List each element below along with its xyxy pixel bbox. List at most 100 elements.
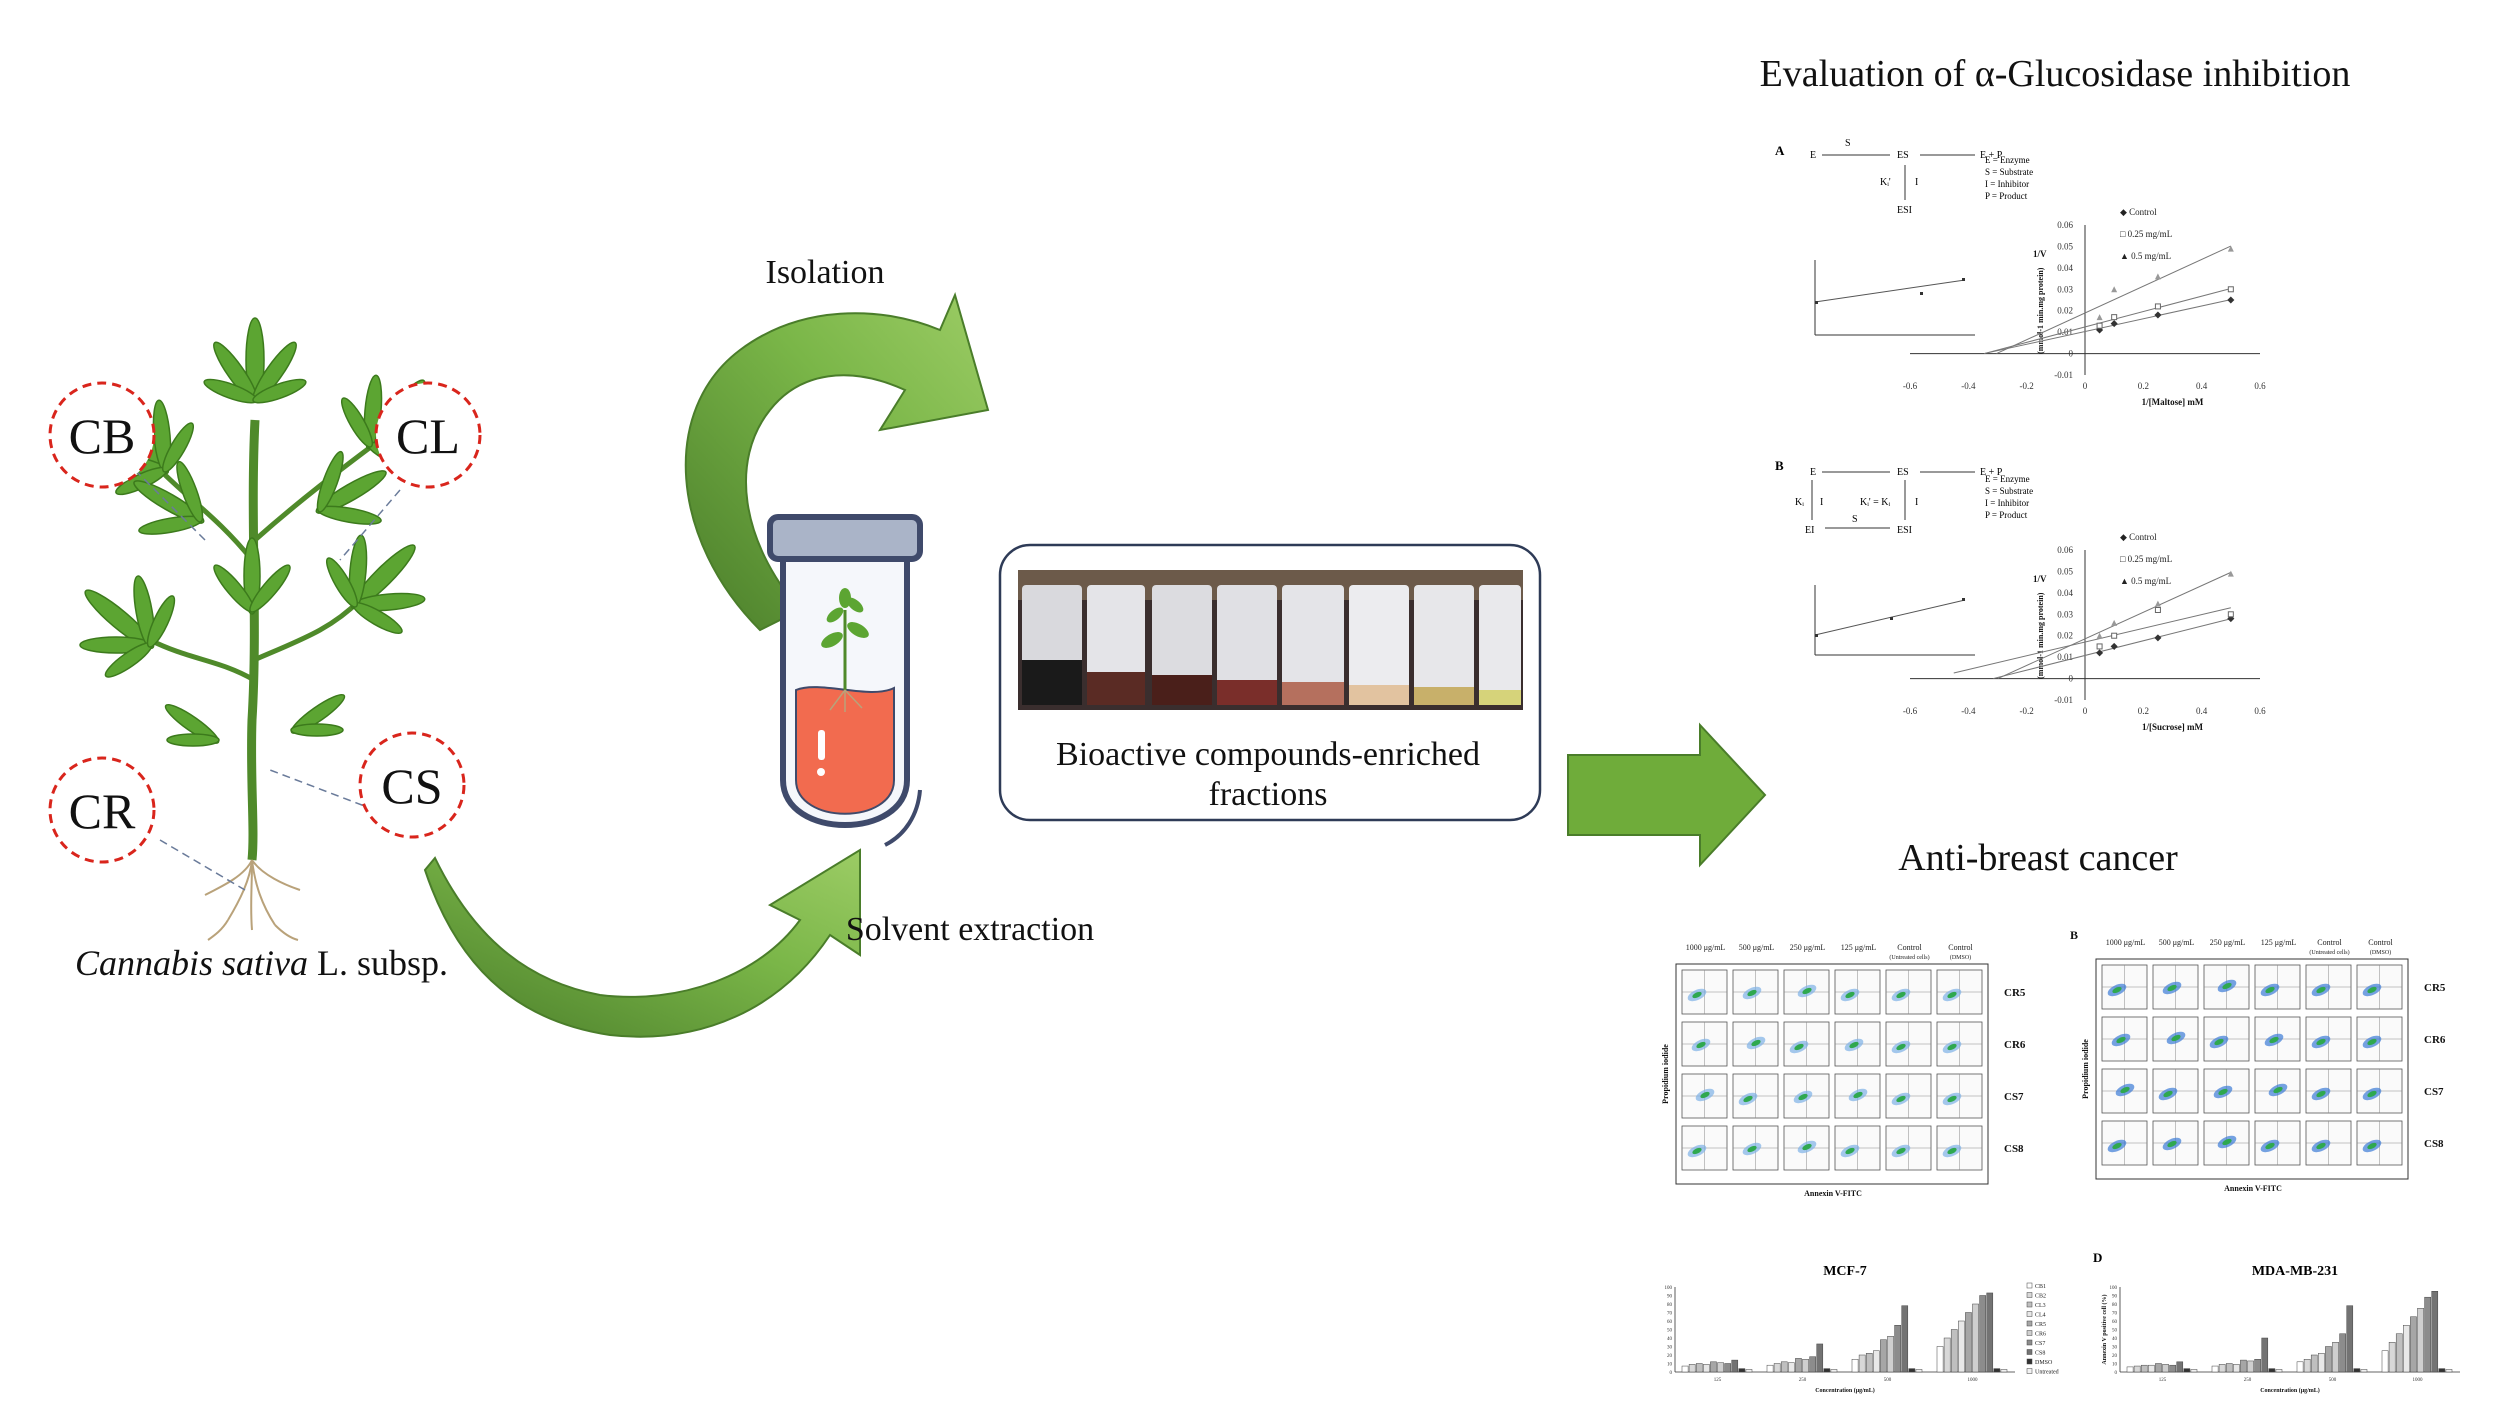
data-point — [2111, 619, 2118, 626]
scheme-es: ES — [1897, 150, 1909, 161]
legend-item: ◆ Control — [2120, 207, 2157, 217]
bar — [2388, 1342, 2396, 1373]
x-tick-label: 500 — [1884, 1378, 1892, 1383]
key-b-s: S = Substrate — [1985, 486, 2033, 496]
row-label: CR6 — [2424, 1034, 2446, 1046]
scheme-b-s: S — [1852, 514, 1858, 525]
y-tick-label: 0.05 — [2057, 241, 2073, 251]
row-label: CR6 — [2004, 1039, 2026, 1051]
bar — [1816, 1343, 1824, 1373]
bar — [2339, 1333, 2346, 1373]
bar — [1865, 1353, 1873, 1373]
x-tick-label: 0.2 — [2138, 381, 2149, 391]
data-point — [2227, 245, 2234, 252]
test-tube-icon — [767, 514, 923, 847]
bar — [1908, 1368, 1916, 1373]
data-point — [2096, 632, 2103, 639]
cell-population-core — [2222, 1138, 2232, 1146]
legend-label: CL3 — [2035, 1303, 2046, 1309]
column-header: 125 μg/mL — [2261, 938, 2297, 947]
bar — [1858, 1354, 1866, 1373]
cb-circle — [48, 381, 156, 489]
data-point — [2227, 296, 2235, 304]
data-point — [2096, 322, 2103, 329]
cell-population-core — [2269, 1036, 2279, 1044]
panel-a-scheme: E S ES E + P I Kᵢ' ESI — [1810, 138, 2003, 216]
cell-population-core — [1747, 1145, 1757, 1153]
cb-label: CB — [69, 408, 136, 464]
bar — [1986, 1292, 1994, 1373]
bar — [1901, 1305, 1909, 1373]
isolation-label: Isolation — [766, 254, 885, 291]
cell-population-core — [1845, 991, 1855, 999]
bar — [2381, 1350, 2389, 1373]
key-e: E = Enzyme — [1985, 155, 2030, 165]
chart-b: 0.060.050.040.030.020.010-0.01-0.6-0.4-0… — [1903, 532, 2266, 732]
bar — [1880, 1339, 1887, 1373]
y-tick-label: 0.04 — [2057, 263, 2073, 273]
bar — [1681, 1365, 1689, 1373]
bar — [1936, 1346, 1944, 1373]
x-axis-label: Annexin V-FITC — [1804, 1189, 1862, 1198]
series-line — [1984, 299, 2231, 355]
fractions-label-line2: fractions — [1209, 776, 1328, 813]
bar — [1717, 1362, 1724, 1373]
cell-population-core — [2367, 986, 2377, 994]
scheme-ep: E + P — [1980, 150, 2003, 161]
x-tick-label: -0.2 — [2020, 706, 2034, 716]
cell-population-core — [1947, 1147, 1957, 1155]
legend-label: CR5 — [2035, 1322, 2046, 1328]
vials — [1022, 585, 1521, 705]
key-b-p: P = Product — [1985, 510, 2028, 520]
bar — [2445, 1369, 2453, 1373]
y-tick-label: 40 — [2112, 1337, 2118, 1342]
y-tick-label: 0 — [1670, 1371, 1673, 1376]
bar — [2261, 1337, 2269, 1373]
y-tick-label: 90 — [1667, 1295, 1673, 1300]
scheme-b-ep: E + P — [1980, 467, 2003, 478]
bar — [2403, 1325, 2410, 1373]
species-caption: Cannabis sativa L. subsp. — [75, 943, 448, 983]
x-axis-label: Annexin V-FITC — [2224, 1184, 2282, 1193]
bar — [2211, 1365, 2219, 1373]
plant-part-labels: CB CL CR CS — [48, 381, 482, 864]
bar — [2247, 1360, 2254, 1373]
bar — [2410, 1316, 2417, 1373]
cell-population-core — [1743, 1095, 1753, 1103]
cell-population-core — [1947, 991, 1957, 999]
cell-population-core — [2167, 1140, 2177, 1148]
y-tick-label: 0.03 — [2057, 609, 2073, 619]
data-point — [2154, 311, 2162, 319]
y-axis-label: 1/V — [2033, 574, 2047, 584]
row-label: CS8 — [2424, 1138, 2444, 1150]
grid-frame — [2095, 958, 2409, 1180]
cell-population-core — [1853, 1091, 1863, 1099]
y-axis-label: 1/V — [2033, 249, 2047, 259]
y-tick-label: 0.05 — [2057, 566, 2073, 576]
bar — [1780, 1361, 1788, 1373]
cell-population-core — [2218, 1088, 2228, 1096]
column-header: 1000 μg/mL — [2106, 938, 2146, 947]
bar — [2176, 1361, 2184, 1373]
cell-population-core — [1845, 1147, 1855, 1155]
panel-b-key: E = Enzyme S = Substrate I = Inhibitor P… — [1985, 474, 2033, 520]
y-tick-label: 50 — [1667, 1329, 1673, 1334]
cell-population-core — [1896, 991, 1906, 999]
x-tick-label: -0.6 — [1903, 706, 1918, 716]
column-header: 1000 μg/mL — [1686, 943, 1726, 952]
x-tick-label: 0.4 — [2196, 706, 2208, 716]
y-axis-unit-label: (mmol-1 min.mg protein) — [2036, 592, 2045, 679]
cell-population-core — [2120, 1086, 2130, 1094]
row-label: CS8 — [2004, 1143, 2024, 1155]
bar — [1823, 1368, 1831, 1373]
legend-label: CR6 — [2035, 1332, 2046, 1338]
bar — [1887, 1336, 1894, 1373]
legend-item: □ 0.25 mg/mL — [2120, 554, 2172, 564]
cell-population-core — [1700, 1091, 1710, 1099]
scheme-b-es: ES — [1897, 467, 1909, 478]
scheme-esi: ESI — [1897, 205, 1912, 216]
x-tick-label: -0.2 — [2020, 381, 2034, 391]
